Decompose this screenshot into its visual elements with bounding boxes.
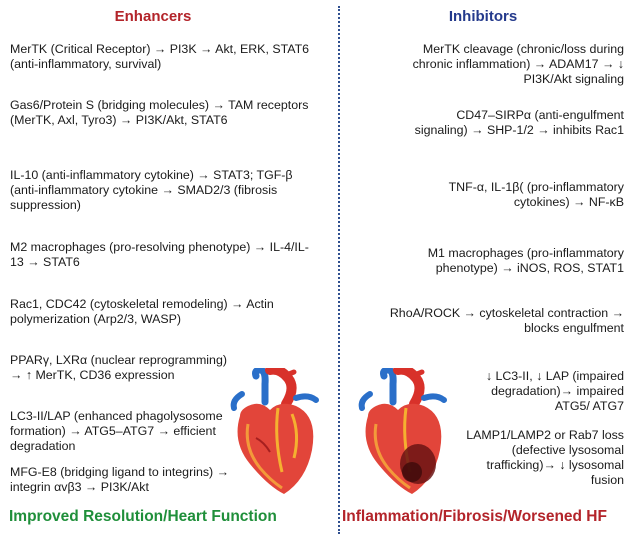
bad-outcome-label: Inflammation/Fibrosis/Worsened HF — [342, 508, 607, 525]
enhancer-item: M2 macrophages (pro-resolving phenotype)… — [10, 240, 309, 269]
inhibitors-column: Inhibitors MerTK cleavage (chronic/loss … — [322, 0, 636, 540]
inhibitor-item: RhoA/ROCK → cytoskeletal contraction → b… — [389, 306, 624, 335]
healthy-heart-icon — [230, 368, 319, 494]
inhibitor-item: M1 macrophages (pro-inflammatory phenoty… — [427, 246, 624, 275]
enhancer-item: MerTK (Critical Receptor) → PI3K → Akt, … — [10, 42, 310, 71]
inhibitor-item: MerTK cleavage (chronic/loss during chro… — [412, 42, 624, 86]
inhibitors-title: Inhibitors — [448, 8, 518, 25]
enhancer-item: MFG-E8 (bridging ligand to integrins) → … — [10, 465, 229, 494]
inhibitor-item: CD47–SIRPα (anti-engulfment signaling) →… — [414, 108, 624, 137]
inhibitor-item: TNF-α, IL-1β( (pro-inflammatory cytokine… — [448, 180, 624, 209]
inhibitor-item: LAMP1/LAMP2 or Rab7 loss (defective lyso… — [466, 428, 624, 487]
inhibitor-item: ↓ LC3-II, ↓ LAP (impaired degradation)→ … — [485, 369, 624, 413]
enhancers-title: Enhancers — [114, 8, 192, 25]
enhancer-item: LC3-II/LAP (enhanced phagolysosome forma… — [10, 409, 223, 453]
failing-heart-icon — [358, 368, 447, 494]
enhancers-column: Enhancers MerTK (Critical Receptor) → PI… — [10, 8, 310, 494]
column-divider — [338, 6, 340, 534]
enhancer-item: Gas6/Protein S (bridging molecules) → TA… — [10, 98, 309, 127]
enhancer-item: Rac1, CDC42 (cytoskeletal remodeling) → … — [10, 297, 274, 326]
good-outcome-label: Improved Resolution/Heart Function — [9, 508, 277, 525]
enhancer-item: PPARγ, LXRα (nuclear reprogramming) → ↑ … — [10, 353, 227, 382]
enhancer-item: IL-10 (anti-inflammatory cytokine) → STA… — [10, 168, 293, 212]
